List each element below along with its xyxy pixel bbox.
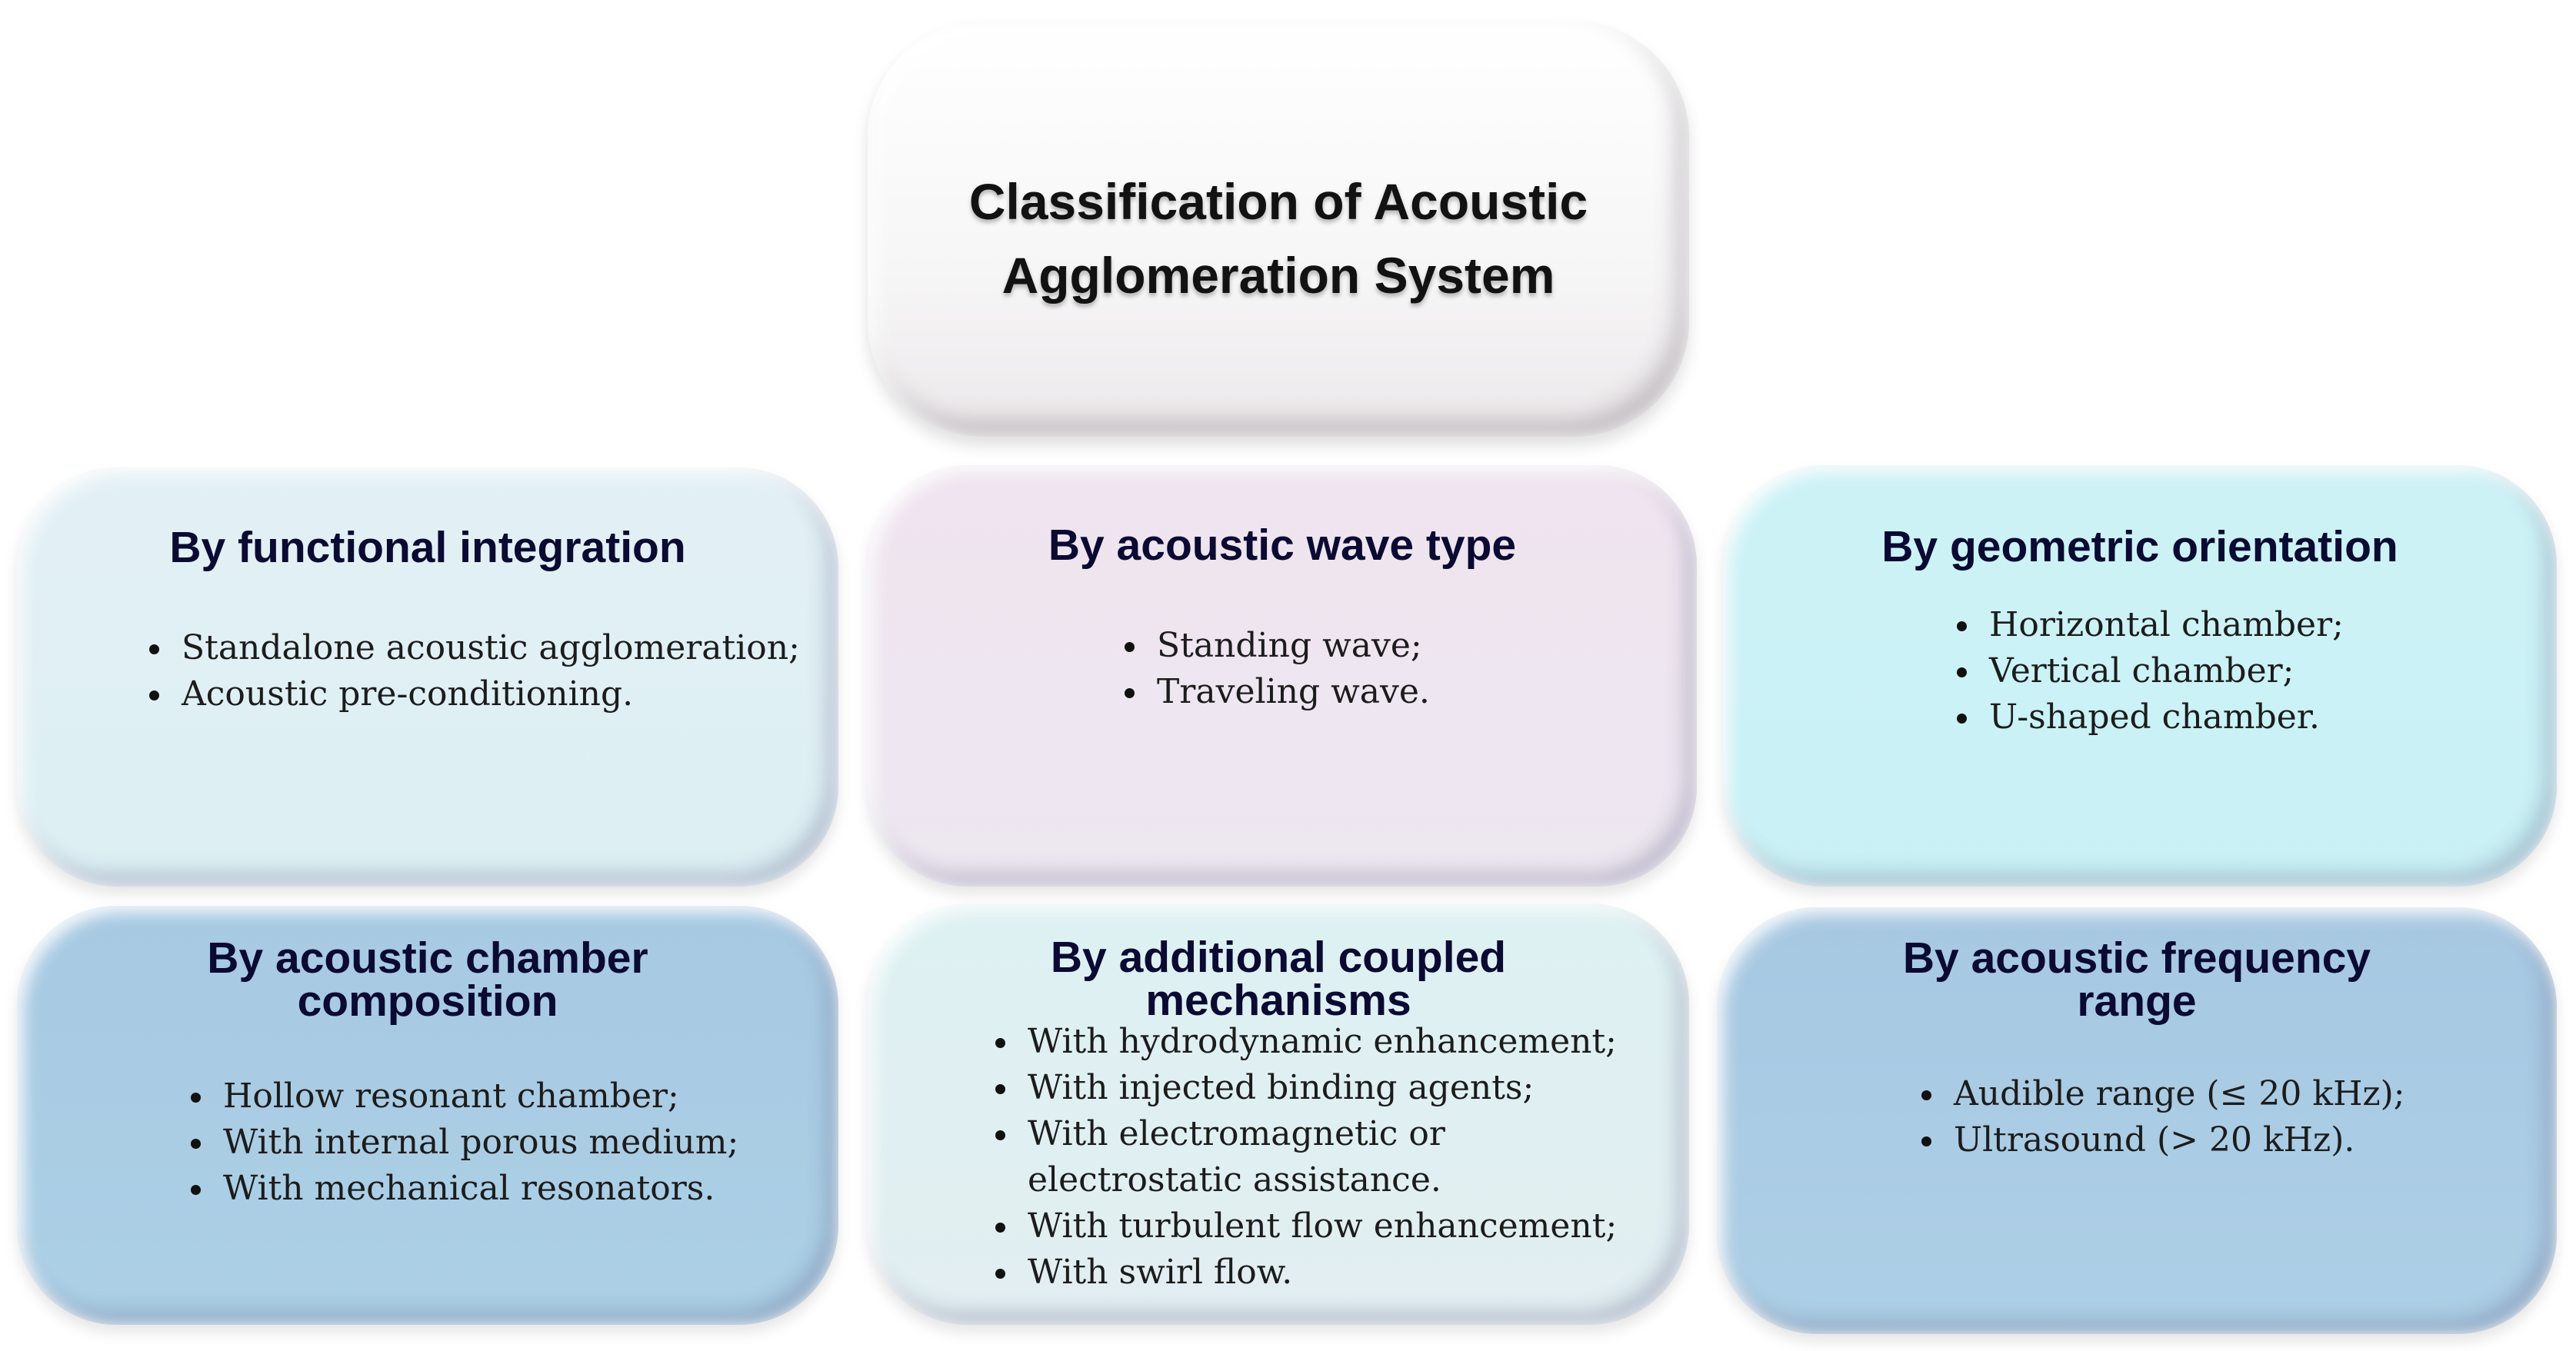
- diagram-title-line-2: Agglomeration System: [1001, 247, 1555, 304]
- category-item-list: Standalone acoustic agglomeration; Acous…: [146, 625, 800, 717]
- list-item: Horizontal chamber;: [1954, 602, 2344, 648]
- list-item-continuation: electrostatic assistance.: [1028, 1160, 1441, 1200]
- category-functional-integration: By functional integration Standalone aco…: [17, 468, 838, 887]
- category-acoustic-wave-type: By acoustic wave type Standing wave; Tra…: [868, 465, 1697, 887]
- list-item: With swirl flow.: [992, 1250, 1617, 1296]
- list-item: Standalone acoustic agglomeration;: [146, 625, 800, 671]
- list-item: With electromagnetic or: [992, 1111, 1617, 1157]
- list-item: Traveling wave.: [1121, 669, 1430, 715]
- diagram-title-line-1: Classification of Acoustic: [968, 173, 1588, 230]
- list-item: Standing wave;: [1121, 623, 1430, 669]
- category-title: By additional coupled mechanisms: [868, 933, 1689, 1025]
- category-title: By functional integration: [169, 523, 686, 572]
- category-title-line-1: By acoustic chamber: [207, 933, 648, 983]
- category-acoustic-frequency-range: By acoustic frequency range Audible rang…: [1717, 907, 2557, 1334]
- category-item-list: Audible range (≤ 20 kHz); Ultrasound (> …: [1918, 1071, 2405, 1163]
- list-item: With internal porous medium;: [188, 1120, 738, 1166]
- category-item-list: Horizontal chamber; Vertical chamber; U-…: [1954, 602, 2344, 740]
- category-title: By acoustic frequency range: [1717, 937, 2557, 1023]
- category-title: By acoustic wave type: [1048, 521, 1517, 570]
- list-item: Acoustic pre-conditioning.: [146, 671, 800, 717]
- diagram-title: Classification of Acoustic Agglomeration…: [868, 165, 1689, 312]
- category-title-line-2: composition: [297, 977, 558, 1026]
- category-item-list: With hydrodynamic enhancement; With inje…: [992, 1019, 1617, 1296]
- category-additional-coupled-mechanisms: By additional coupled mechanisms With hy…: [868, 903, 1689, 1325]
- category-title-line-2: mechanisms: [1145, 976, 1411, 1025]
- list-item: With injected binding agents;: [992, 1065, 1617, 1111]
- category-geometric-orientation: By geometric orientation Horizontal cham…: [1723, 465, 2557, 887]
- list-item: Audible range (≤ 20 kHz);: [1918, 1071, 2405, 1117]
- list-item: Hollow resonant chamber;: [188, 1073, 738, 1120]
- category-title-line-1: By additional coupled: [1050, 933, 1507, 982]
- list-item: With hydrodynamic enhancement;: [992, 1019, 1617, 1065]
- list-item: U-shaped chamber.: [1954, 694, 2344, 740]
- category-title-line-2: range: [2077, 977, 2197, 1026]
- category-item-list: Standing wave; Traveling wave.: [1121, 623, 1430, 715]
- list-item: Vertical chamber;: [1954, 648, 2344, 694]
- category-item-list: Hollow resonant chamber; With internal p…: [188, 1073, 738, 1212]
- list-item: With turbulent flow enhancement;: [992, 1203, 1617, 1250]
- category-title-line-1: By acoustic frequency: [1902, 933, 2371, 983]
- main-title-box: Classification of Acoustic Agglomeration…: [868, 22, 1689, 437]
- category-acoustic-chamber-composition: By acoustic chamber composition Hollow r…: [17, 906, 838, 1325]
- category-title: By acoustic chamber composition: [17, 937, 838, 1023]
- category-title: By geometric orientation: [1881, 522, 2398, 571]
- list-item: With mechanical resonators.: [188, 1166, 738, 1212]
- list-item: Ultrasound (> 20 kHz).: [1918, 1117, 2405, 1163]
